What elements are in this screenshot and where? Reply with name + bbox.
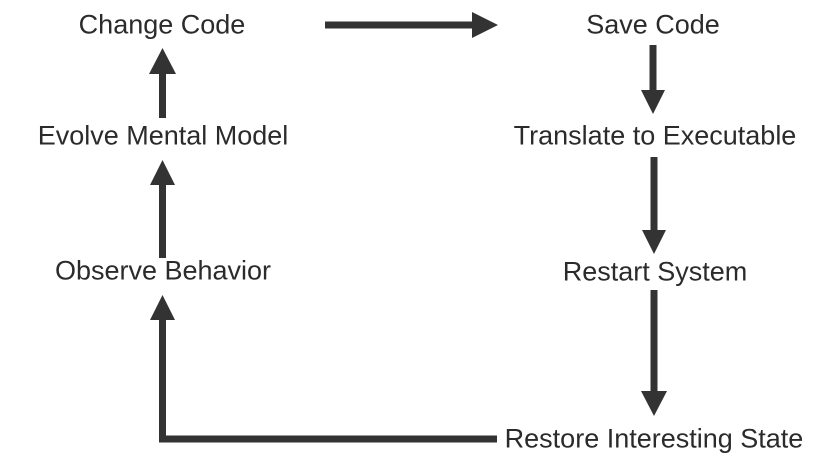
arrowhead-up-icon <box>150 295 175 320</box>
edge-translate-to-restart-system <box>642 157 666 254</box>
node-change-code[interactable]: Change Code <box>78 9 246 40</box>
node-evolve-mental-model[interactable]: Evolve Mental Model <box>37 120 289 151</box>
node-save-code[interactable]: Save Code <box>586 9 720 40</box>
arrowhead-down-icon <box>642 230 666 254</box>
node-restart-system[interactable]: Restart System <box>562 256 748 287</box>
arrowhead-up-icon <box>149 48 176 74</box>
arrowhead-down-icon <box>641 90 665 114</box>
edge-restore-state-to-observe-behavior <box>150 295 497 443</box>
node-translate-to-executable[interactable]: Translate to Executable <box>513 120 797 151</box>
edge-evolve-mental-model-to-change-code <box>149 48 176 118</box>
arrowhead-right-icon <box>472 12 498 38</box>
edge-line <box>159 315 497 443</box>
node-restore-interesting-state[interactable]: Restore Interesting State <box>504 423 804 454</box>
edge-save-code-to-translate <box>641 45 665 114</box>
arrowhead-down-icon <box>641 391 667 416</box>
node-observe-behavior[interactable]: Observe Behavior <box>54 255 272 286</box>
edge-observe-behavior-to-evolve-mental-model <box>150 160 175 258</box>
arrowhead-up-icon <box>150 160 175 185</box>
edge-change-code-to-save-code <box>325 12 498 38</box>
edge-restart-system-to-restore-state <box>641 290 667 416</box>
